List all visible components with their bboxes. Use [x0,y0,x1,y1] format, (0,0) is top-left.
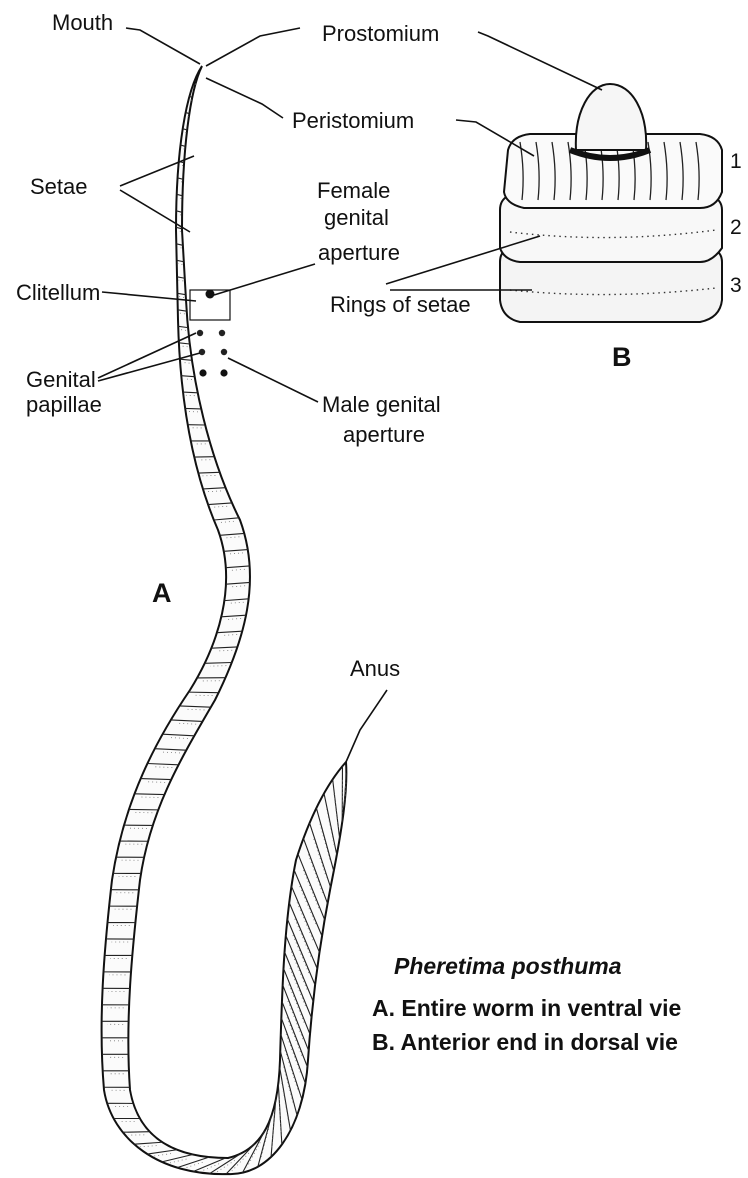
label-male-aperture-2: aperture [343,422,425,447]
genital-papilla [221,349,227,355]
caption-line-a: A. Entire worm in ventral vie [372,995,681,1021]
label-segment-1: 1 [730,150,742,173]
label-rings-of-setae: Rings of setae [330,292,471,317]
anterior-end-b [500,84,722,322]
female-genital-aperture [206,290,215,299]
genital-papilla [199,349,205,355]
label-segment-2: 2 [730,216,742,239]
genital-papilla [197,330,203,336]
label-prostomium: Prostomium [322,21,439,46]
prostomium [576,84,646,150]
female-aperture-leader [214,264,315,295]
anus-leader [346,690,387,762]
label-segment-3: 3 [730,274,742,297]
label-male-aperture-1: Male genital [322,392,441,417]
label-anus: Anus [350,656,400,681]
label-setae: Setae [30,174,88,199]
male-genital-aperture [199,369,206,376]
label-mouth: Mouth [52,10,113,35]
worm-segment-ring [135,794,165,795]
worm-a-body [102,66,347,1174]
male-aperture-leader [228,358,318,402]
label-clitellum: Clitellum [16,280,100,305]
panel-label-a: A [152,578,172,608]
genital-papilla [219,330,225,336]
panel-label-b: B [612,342,632,372]
label-peristomium: Peristomium [292,108,414,133]
mouth-leader [126,28,200,64]
worm-a [102,66,347,1174]
label-female-aperture-1: Female [317,178,390,203]
label-genital-papillae-2: papillae [26,392,102,417]
caption-species: Pheretima posthuma [394,953,622,979]
prostomium-leader-b [478,32,602,90]
male-genital-aperture [220,369,227,376]
prostomium-leader-a [206,28,300,66]
worm-segment-ring [185,408,201,409]
worm-segment-ring [195,81,197,82]
worm-segment-ring [189,692,219,693]
label-female-aperture-2: genital [324,205,389,230]
worm-segment-ring [183,392,198,393]
label-genital-papillae-1: Genital [26,367,96,392]
peristomium-leader-a [206,78,283,118]
label-female-aperture-3: aperture [318,240,400,265]
caption-line-b: B. Anterior end in dorsal vie [372,1029,678,1055]
